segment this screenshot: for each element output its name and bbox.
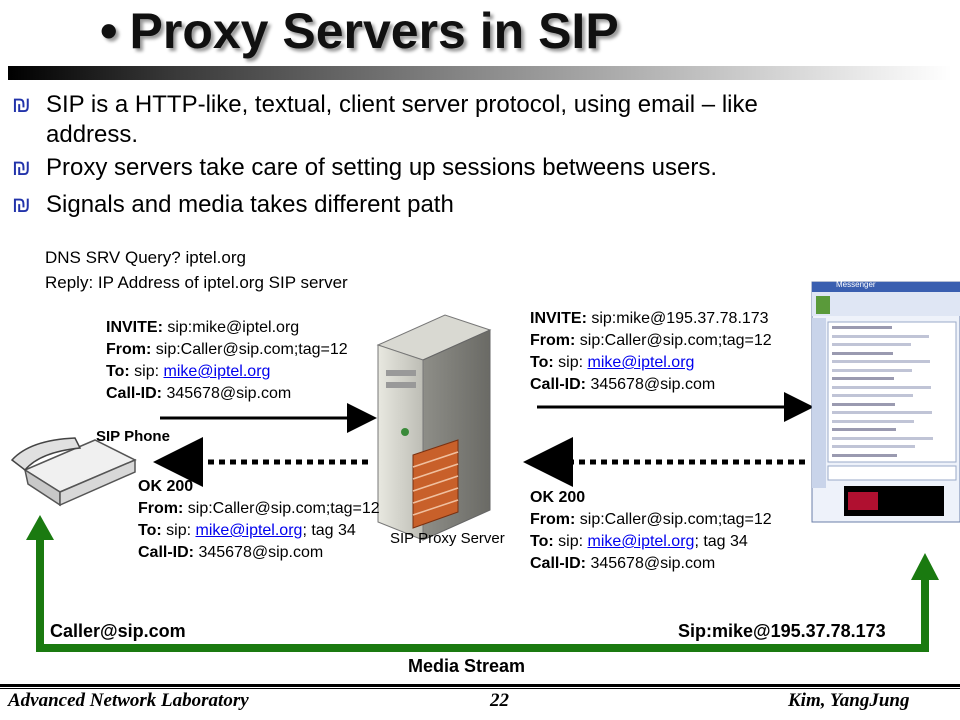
from-value: sip:Caller@sip.com;tag=12 (151, 341, 348, 358)
bullet-1-line-1: SIP is a HTTP-like, textual, client serv… (46, 91, 758, 118)
slide-title: •Proxy Servers in SIP (100, 2, 860, 60)
messenger-contact-row (832, 377, 894, 380)
callid-key: Call-ID: (530, 376, 586, 393)
to-tag: ; tag 34 (694, 533, 748, 550)
bullet-2: ₪ Proxy servers take care of setting up s… (12, 153, 717, 183)
to-value: sip: (129, 363, 164, 380)
messenger-contact-list (832, 326, 952, 462)
ok-message-1: OK 200 From: sip:Caller@sip.com;tag=12 T… (138, 476, 380, 564)
messenger-contact-row (832, 394, 913, 397)
ok-message-2: OK 200 From: sip:Caller@sip.com;tag=12 T… (530, 487, 772, 575)
dns-query: DNS SRV Query? iptel.org (45, 248, 246, 267)
messenger-contact-row (832, 402, 895, 406)
messenger-contact-row (832, 360, 930, 363)
from-key: From: (530, 511, 576, 528)
bullet-3: ₪ Signals and media takes different path (12, 190, 454, 220)
bullet-1: ₪ SIP is a HTTP-like, textual, client ser… (12, 90, 758, 120)
proxy-server-label: SIP Proxy Server (390, 530, 505, 547)
messenger-contact-row (832, 368, 912, 372)
bullet-symbol-icon: ₪ (12, 192, 31, 217)
from-key: From: (530, 332, 576, 349)
invite-value: sip:mike@iptel.org (162, 319, 300, 336)
bullet-3-text: Signals and media takes different path (46, 191, 454, 218)
messenger-contact-row (832, 436, 933, 440)
invite-message-2: INVITE: sip:mike@195.37.78.173 From: sip… (530, 308, 772, 396)
from-value: sip:Caller@sip.com;tag=12 (575, 332, 772, 349)
messenger-contact-row (832, 351, 893, 355)
title-text: Proxy Servers in SIP (129, 3, 619, 59)
footer-rule (0, 684, 960, 687)
media-stream-label: Media Stream (408, 656, 526, 676)
from-value: sip:Caller@sip.com;tag=12 (575, 511, 772, 528)
callee-address: Sip:mike@195.37.78.173 (678, 621, 886, 641)
to-tag: ; tag 34 (302, 522, 356, 539)
messenger-contact-row (832, 419, 914, 423)
messenger-contact-row (832, 445, 915, 448)
footer-author: Kim, YangJung (788, 690, 910, 711)
to-key: To: (530, 354, 554, 371)
callid-value: 345678@sip.com (162, 385, 292, 402)
footer-lab: Advanced Network Laboratory (8, 690, 249, 711)
messenger-contact-row (832, 411, 932, 414)
invite-key: INVITE: (106, 319, 163, 336)
dns-reply: Reply: IP Address of iptel.org SIP serve… (45, 273, 348, 292)
to-link[interactable]: mike@iptel.org (587, 533, 695, 550)
messenger-contact-row (832, 428, 896, 431)
media-stream-arrow (26, 515, 939, 652)
messenger-contact-row (832, 326, 892, 329)
invite-key: INVITE: (530, 310, 587, 327)
title-gradient-bar (8, 66, 952, 80)
bullet-symbol-icon: ₪ (12, 155, 31, 180)
callid-key: Call-ID: (530, 555, 586, 572)
proxy-server-icon (376, 314, 492, 541)
callid-key: Call-ID: (106, 385, 162, 402)
invite-message-1: INVITE: sip:mike@iptel.org From: sip:Cal… (106, 317, 348, 405)
to-value: sip: (553, 354, 588, 371)
to-key: To: (106, 363, 130, 380)
invite-value: sip:mike@195.37.78.173 (586, 310, 769, 327)
sip-phone-label: SIP Phone (96, 428, 170, 445)
messenger-contact-row (832, 334, 929, 338)
bullet-2-text: Proxy servers take care of setting up se… (46, 154, 717, 181)
title-bullet: • (100, 3, 118, 59)
to-value: sip: (553, 533, 588, 550)
to-link[interactable]: mike@iptel.org (163, 363, 271, 380)
to-key: To: (138, 522, 162, 539)
callid-value: 345678@sip.com (586, 555, 716, 572)
messenger-title: Messenger (836, 280, 876, 289)
caller-address: Caller@sip.com (50, 621, 186, 641)
from-key: From: (138, 500, 184, 517)
ok-status: OK 200 (138, 478, 194, 495)
footer-rule-thin (0, 688, 960, 689)
callid-value: 345678@sip.com (586, 376, 716, 393)
messenger-window (811, 281, 960, 523)
to-link[interactable]: mike@iptel.org (587, 354, 695, 371)
messenger-contact-row (832, 385, 931, 389)
from-key: From: (106, 341, 152, 358)
ok-status: OK 200 (530, 489, 586, 506)
bullet-1-line-2: address. (46, 121, 139, 148)
bullet-symbol-icon: ₪ (12, 92, 31, 117)
from-value: sip:Caller@sip.com;tag=12 (183, 500, 380, 517)
to-value: sip: (161, 522, 196, 539)
callid-value: 345678@sip.com (194, 544, 324, 561)
messenger-contact-row (832, 453, 897, 457)
messenger-contact-row (832, 343, 911, 346)
callid-key: Call-ID: (138, 544, 194, 561)
sip-phone-icon (10, 437, 137, 507)
to-key: To: (530, 533, 554, 550)
to-link[interactable]: mike@iptel.org (195, 522, 303, 539)
page-number: 22 (490, 690, 509, 711)
